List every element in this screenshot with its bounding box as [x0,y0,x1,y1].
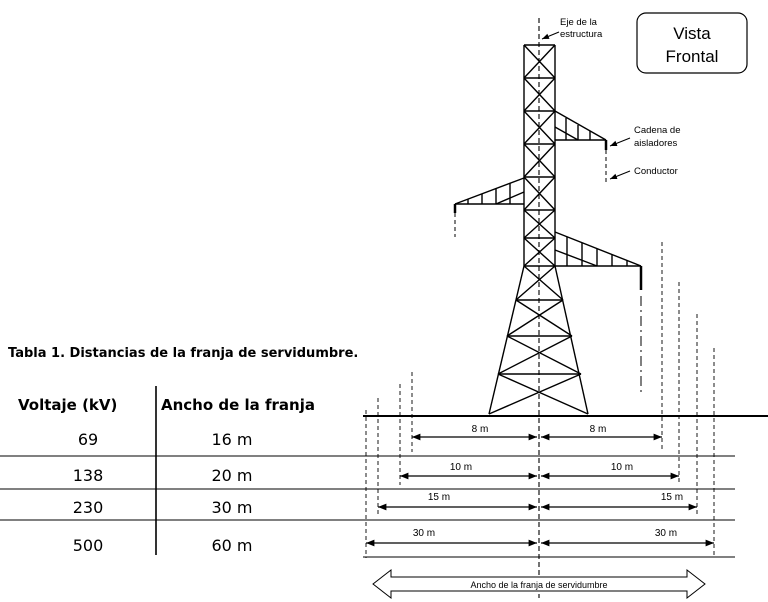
axis-callout: Eje de la estructura [541,17,603,40]
svg-text:30 m: 30 m [413,528,435,539]
transmission-tower [453,44,643,415]
svg-text:15 m: 15 m [428,492,450,503]
svg-text:69: 69 [78,430,98,449]
table-caption: Tabla 1. Distancias de la franja de serv… [8,346,358,361]
view-label-line2: Frontal [666,47,719,66]
svg-text:30 m: 30 m [655,528,677,539]
svg-text:20 m: 20 m [211,466,252,485]
svg-text:230: 230 [73,498,104,517]
svg-text:aisladores: aisladores [634,138,678,149]
table-row: 500 60 m 30 m 30 m [73,528,714,555]
insulator-callout: Cadena de aisladores [609,125,680,149]
conductor-callout: Conductor [609,166,678,180]
svg-text:Eje de la: Eje de la [560,17,598,28]
svg-text:138: 138 [73,466,104,485]
svg-text:16 m: 16 m [211,430,252,449]
table-row: 230 30 m 15 m 15 m [73,492,697,517]
table-row-lines [0,455,735,558]
svg-text:8 m: 8 m [472,424,489,435]
right-of-way-arrow: Ancho de la franja de servidumbre [372,568,706,600]
view-label-line1: Vista [673,24,711,43]
svg-text:Cadena de: Cadena de [634,125,680,136]
header-voltage: Voltaje (kV) [18,396,117,414]
svg-text:30 m: 30 m [211,498,252,517]
svg-text:Conductor: Conductor [634,166,678,177]
svg-text:estructura: estructura [560,29,603,40]
svg-text:500: 500 [73,536,104,555]
svg-text:10 m: 10 m [611,462,633,473]
svg-text:10 m: 10 m [450,462,472,473]
header-width: Ancho de la franja [161,396,315,414]
table-row: 69 16 m 8 m 8 m [78,424,662,449]
distance-guide-lines [365,242,715,558]
view-label-box: Vista Frontal [636,12,748,74]
table-row: 138 20 m 10 m 10 m [73,462,679,485]
svg-text:15 m: 15 m [661,492,683,503]
right-of-way-label: Ancho de la franja de servidumbre [470,580,607,590]
svg-text:60 m: 60 m [211,536,252,555]
svg-text:8 m: 8 m [590,424,607,435]
